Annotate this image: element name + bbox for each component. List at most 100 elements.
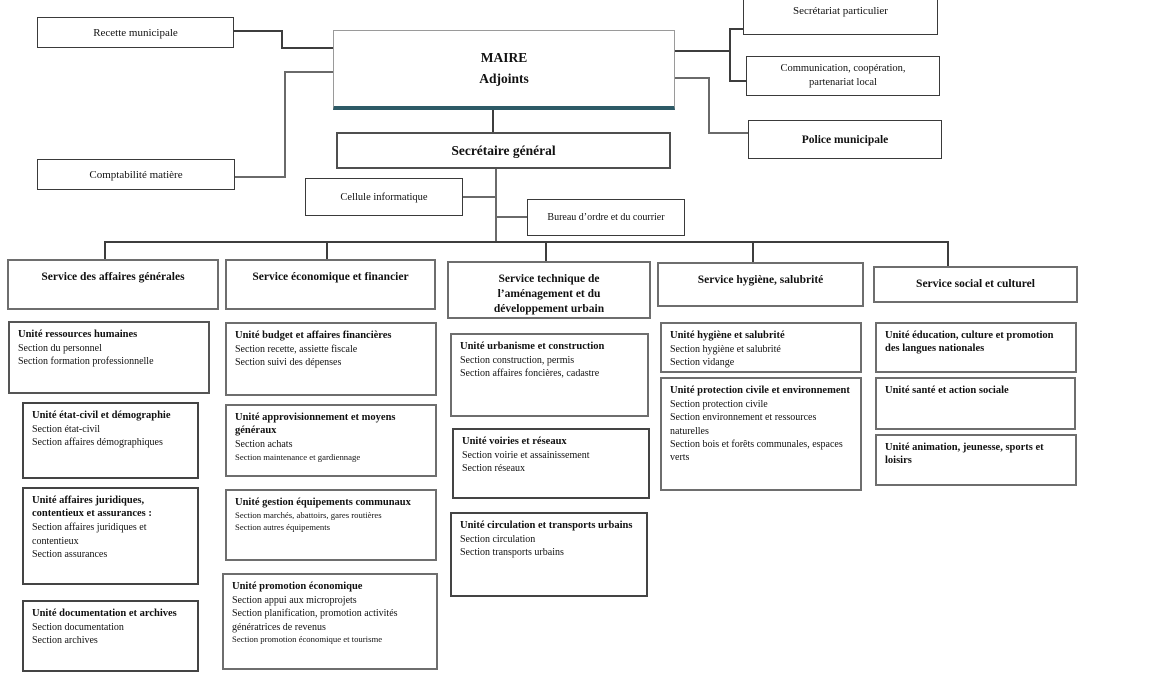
unit-title: Unité protection civile et environnement <box>670 385 850 396</box>
unit-section: Section voirie et assainissement <box>462 450 590 462</box>
box-comptabilite-matiere: Comptabilité matière <box>37 159 235 190</box>
unit-section: Section construction, permis <box>460 355 575 367</box>
connector-line <box>495 169 497 243</box>
connector-line <box>234 30 283 32</box>
unit-section: Section affaires démographiques <box>32 437 163 449</box>
box-secretaire-general: Secrétaire général <box>336 132 671 169</box>
connector-line <box>947 241 949 267</box>
unit-section: Section recette, assiette fiscale <box>235 344 358 356</box>
unit-section: Section protection civile <box>670 399 768 411</box>
cellule-informatique-label: Cellule informatique <box>340 191 428 203</box>
unit-sante-action-sociale: Unité santé et action sociale <box>875 377 1076 430</box>
unit-urbanisme-construction: Unité urbanisme et construction Section … <box>450 333 649 417</box>
unit-section: Section transports urbains <box>460 547 564 559</box>
unit-title: Unité éducation, culture et promotion de… <box>885 330 1054 355</box>
connector-line <box>326 241 328 260</box>
connector-line <box>463 196 496 198</box>
unit-title: Unité ressources humaines <box>18 329 138 340</box>
box-communication: Communication, coopération, partenariat … <box>746 56 940 96</box>
unit-section: Section affaires juridiques et contentie… <box>32 522 147 547</box>
unit-section: Section réseaux <box>462 463 526 475</box>
unit-section: Section état-civil <box>32 424 101 436</box>
unit-section: Section documentation <box>32 622 124 634</box>
unit-title: Unité animation, jeunesse, sports et loi… <box>885 442 1044 467</box>
unit-title: Unité documentation et archives <box>32 608 177 619</box>
unit-gestion-equipements: Unité gestion équipements communaux Sect… <box>225 489 437 561</box>
unit-section: Section formation professionnelle <box>18 356 154 368</box>
bureau-ordre-courrier-label: Bureau d’ordre et du courrier <box>547 212 665 223</box>
unit-circulation-transports: Unité circulation et transports urbains … <box>450 512 648 597</box>
connector-line <box>104 241 106 260</box>
box-cellule-informatique: Cellule informatique <box>305 178 463 216</box>
unit-section: Section achats <box>235 439 293 451</box>
unit-approvisionnement-moyens: Unité approvisionnement et moyens généra… <box>225 404 437 477</box>
unit-section: Section du personnel <box>18 343 102 355</box>
maire-label: MAIRE <box>480 49 528 65</box>
box-bureau-ordre-courrier: Bureau d’ordre et du courrier <box>527 199 685 236</box>
comptabilite-matiere-label: Comptabilité matière <box>89 168 183 181</box>
connector-bus <box>104 241 949 243</box>
unit-section: Section hygiène et salubrité <box>670 344 781 356</box>
unit-section: Section promotion économique et tourisme <box>232 634 383 645</box>
connector-line <box>281 30 283 49</box>
recette-municipale-label: Recette municipale <box>93 26 178 39</box>
unit-section: Section maintenance et gardiennage <box>235 451 361 462</box>
unit-section: Section appui aux microprojets <box>232 595 357 607</box>
connector-line <box>729 80 746 82</box>
connector-line <box>281 47 333 49</box>
unit-title: Unité budget et affaires financières <box>235 330 392 341</box>
unit-etat-civil-demographie: Unité état-civil et démographie Section … <box>22 402 199 479</box>
unit-title: Unité approvisionnement et moyens généra… <box>235 412 396 437</box>
unit-section: Section environnement et ressources natu… <box>670 412 817 437</box>
unit-section: Section archives <box>32 635 98 647</box>
unit-section: Section autres équipements <box>235 521 331 532</box>
connector-line <box>729 28 731 82</box>
connector-line <box>675 77 710 79</box>
unit-voiries-reseaux: Unité voiries et réseaux Section voirie … <box>452 428 650 499</box>
service-header-technique-urbain: Service technique de l’aménagement et du… <box>447 261 651 319</box>
unit-section: Section planification, promotion activit… <box>232 608 398 633</box>
unit-affaires-juridiques: Unité affaires juridiques, contentieux e… <box>22 487 199 585</box>
unit-title: Unité gestion équipements communaux <box>235 497 411 508</box>
secretariat-particulier-label: Secrétariat particulier <box>793 5 888 17</box>
unit-hygiene-salubrite: Unité hygiène et salubrité Section hygiè… <box>660 322 862 373</box>
service-header-affaires-generales: Service des affaires générales <box>7 259 219 310</box>
unit-section: Section suivi des dépenses <box>235 357 342 369</box>
service-label: Service hygiène, salubrité <box>697 274 824 286</box>
unit-title: Unité affaires juridiques, contentieux e… <box>32 495 152 520</box>
unit-section: Section circulation <box>460 534 536 546</box>
connector-line <box>729 28 744 30</box>
secretaire-general-label: Secrétaire général <box>451 142 556 158</box>
unit-ressources-humaines: Unité ressources humaines Section du per… <box>8 321 210 394</box>
service-label: Service des affaires générales <box>41 271 185 283</box>
connector-line <box>284 71 286 178</box>
unit-protection-civile-environnement: Unité protection civile et environnement… <box>660 377 862 491</box>
adjoints-label: Adjoints <box>479 70 529 86</box>
unit-budget-affaires-financieres: Unité budget et affaires financières Sec… <box>225 322 437 396</box>
service-label: Service économique et financier <box>252 271 409 283</box>
unit-promotion-economique: Unité promotion économique Section appui… <box>222 573 438 670</box>
unit-section: Section marchés, abattoirs, gares routiè… <box>235 510 382 521</box>
unit-section: Section affaires foncières, cadastre <box>460 368 600 380</box>
service-label: Service social et culturel <box>916 278 1035 290</box>
connector-line <box>495 216 527 218</box>
unit-title: Unité santé et action sociale <box>885 385 1009 396</box>
service-header-social-culturel: Service social et culturel <box>873 266 1078 303</box>
unit-animation-jeunesse-sports: Unité animation, jeunesse, sports et loi… <box>875 434 1077 486</box>
unit-title: Unité circulation et transports urbains <box>460 520 633 531</box>
unit-title: Unité état-civil et démographie <box>32 410 171 421</box>
unit-title: Unité urbanisme et construction <box>460 341 605 352</box>
unit-section: Section bois et forêts communales, espac… <box>670 439 843 464</box>
connector-line <box>284 71 333 73</box>
police-municipale-label: Police municipale <box>801 133 889 146</box>
unit-section: Section assurances <box>32 548 108 560</box>
unit-title: Unité promotion économique <box>232 581 363 592</box>
connector-line <box>708 77 710 134</box>
box-recette-municipale: Recette municipale <box>37 17 234 48</box>
connector-line <box>492 110 494 132</box>
service-header-hygiene-salubrite: Service hygiène, salubrité <box>657 262 864 307</box>
unit-title: Unité voiries et réseaux <box>462 436 567 447</box>
box-police-municipale: Police municipale <box>748 120 942 159</box>
connector-line <box>235 176 286 178</box>
